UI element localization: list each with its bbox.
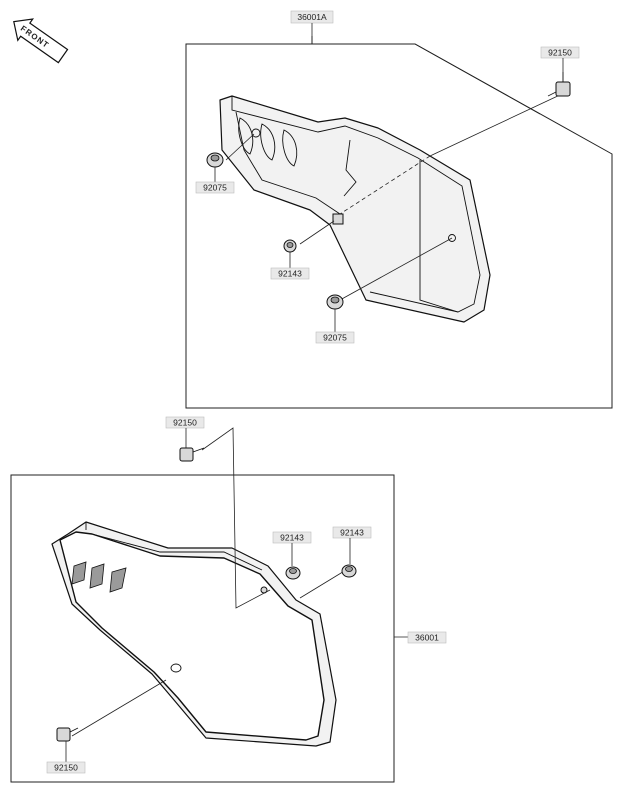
lower-collar-a-label: 92143 bbox=[280, 533, 304, 543]
upper-grommet-a-label: 92075 bbox=[203, 183, 227, 193]
upper-assembly-label: 36001A bbox=[297, 12, 327, 22]
upper-frame bbox=[185, 43, 613, 409]
lower-frame bbox=[10, 474, 395, 783]
upper-bolt-label: 92150 bbox=[548, 48, 572, 58]
upper-collar-92143: 92143 bbox=[270, 239, 310, 280]
upper-assembly: 36001A bbox=[185, 10, 613, 409]
lower-bolt-bottom-label: 92150 bbox=[54, 763, 78, 773]
upper-grommet-b-label: 92075 bbox=[323, 333, 347, 343]
upper-side-cover bbox=[219, 95, 491, 323]
front-direction-badge: FRONT bbox=[13, 18, 69, 64]
lower-assembly: 36001 92150 92143 bbox=[10, 416, 447, 783]
lower-bolt-top-label: 92150 bbox=[173, 418, 197, 428]
upper-grommet-a-92075: 92075 bbox=[195, 152, 235, 194]
lower-assembly-tag: 36001 bbox=[407, 631, 447, 644]
lower-side-cover bbox=[51, 521, 337, 747]
upper-bolt-92150: 92150 bbox=[540, 46, 580, 97]
upper-assembly-tag: 36001A bbox=[290, 10, 334, 36]
upper-collar-label: 92143 bbox=[278, 269, 302, 279]
lower-assembly-label: 36001 bbox=[415, 633, 439, 643]
lower-collar-b-label: 92143 bbox=[340, 528, 364, 538]
upper-grommet-b-92075: 92075 bbox=[315, 294, 355, 344]
lower-collar-a-92143: 92143 bbox=[272, 531, 312, 580]
lower-collar-b-92143: 92143 bbox=[332, 526, 372, 578]
lower-bolt-top-92150: 92150 bbox=[165, 416, 205, 462]
lower-bolt-bottom-92150: 92150 bbox=[46, 727, 86, 774]
